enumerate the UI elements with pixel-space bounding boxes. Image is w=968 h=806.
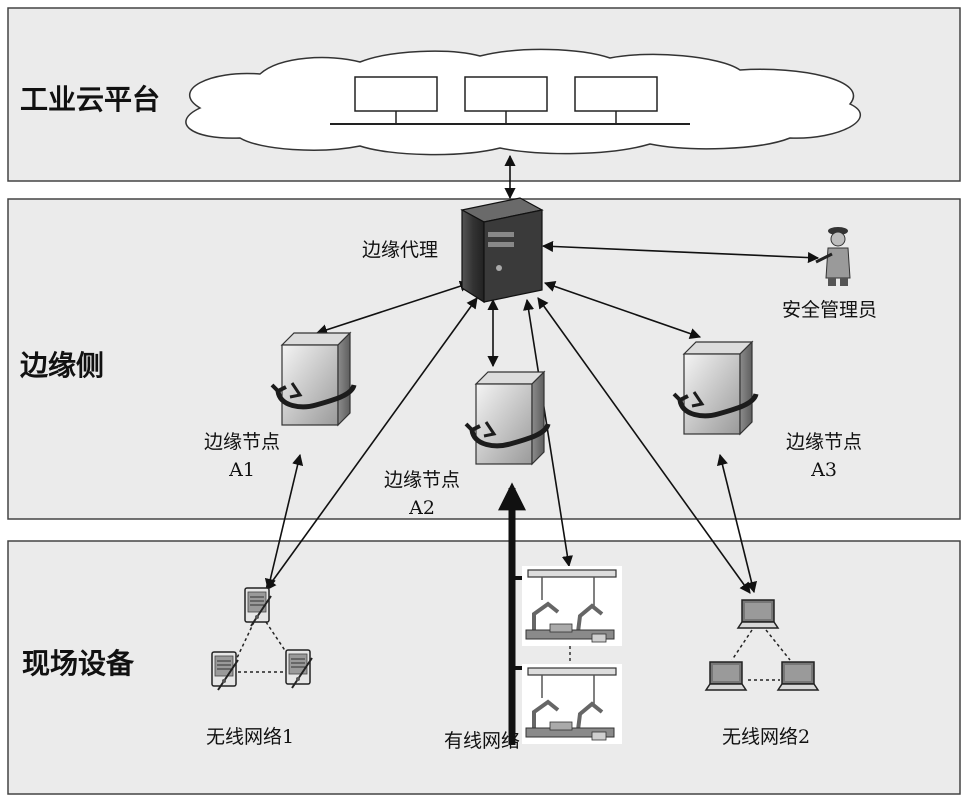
- cloud-screen-2: [465, 77, 547, 111]
- industrial-robot-icon: [522, 566, 622, 646]
- tablet-icon: [212, 652, 238, 690]
- cloud-screen-1: [355, 77, 437, 111]
- edge-node-a3-id: A3: [778, 456, 870, 484]
- wireless-network-1-label: 无线网络1: [206, 722, 294, 749]
- edge-node-a2-title: 边缘节点: [376, 466, 468, 494]
- edge-node-a3-label: 边缘节点 A3: [778, 428, 870, 484]
- edge-node-a1-title: 边缘节点: [196, 428, 288, 456]
- edge-node-a1-id: A1: [196, 456, 288, 484]
- wireless-network-2-label: 无线网络2: [722, 722, 810, 749]
- edge-proxy-server-icon: [462, 198, 542, 302]
- industrial-robot-icon: [522, 664, 622, 744]
- edge-node-a2-icon: [466, 372, 548, 464]
- cloud-screen-3: [575, 77, 657, 111]
- edge-proxy-label: 边缘代理: [362, 236, 438, 264]
- laptop-icon: [778, 662, 818, 690]
- zone-field: [8, 541, 960, 794]
- zone-title-edge: 边缘侧: [20, 344, 104, 384]
- tablet-icon: [245, 588, 271, 626]
- edge-node-a2-label: 边缘节点 A2: [376, 466, 468, 522]
- edge-node-a1-label: 边缘节点 A1: [196, 428, 288, 484]
- security-admin-label: 安全管理员: [782, 296, 877, 324]
- zone-title-field: 现场设备: [22, 642, 134, 682]
- edge-node-a3-title: 边缘节点: [778, 428, 870, 456]
- edge-node-a2-id: A2: [376, 494, 468, 522]
- laptop-icon: [706, 662, 746, 690]
- zone-title-cloud: 工业云平台: [20, 78, 160, 118]
- laptop-icon: [738, 600, 778, 628]
- wired-network-label: 有线网络: [444, 726, 520, 753]
- edge-node-a3-icon: [674, 342, 756, 434]
- edge-node-a1-icon: [272, 333, 354, 425]
- tablet-icon: [286, 650, 312, 688]
